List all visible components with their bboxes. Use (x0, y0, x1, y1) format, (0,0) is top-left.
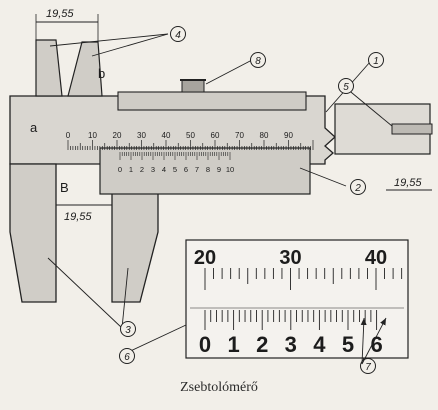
callout-number: 4 (175, 30, 181, 41)
zoom-main-label: 20 (194, 247, 216, 269)
vernier-label: 9 (217, 165, 221, 174)
callout-number: 7 (365, 362, 371, 373)
callout-1: 1 (368, 52, 384, 68)
vernier-label: 0 (118, 165, 122, 174)
callout-7: 7 (360, 358, 376, 374)
fixed-lower-jaw (9, 163, 57, 303)
main-scale-label: 20 (113, 131, 122, 140)
locking-screw (181, 79, 205, 93)
callouts (47, 33, 393, 365)
vernier-label: 7 (195, 165, 199, 174)
main-scale-label: 70 (235, 131, 244, 140)
main-scale-label: 60 (211, 131, 220, 140)
dimension-top: 19,55 (46, 8, 74, 20)
main-scale-label: 50 (186, 131, 195, 140)
main-scale: 0 10 20 30 40 50 60 70 80 90 (66, 131, 314, 150)
main-scale-label: 90 (284, 131, 293, 140)
zoom-main-label: 30 (279, 247, 301, 269)
callout-5: 5 (338, 78, 354, 94)
callout-3: 3 (120, 321, 136, 337)
zoom-main-label: 40 (365, 247, 387, 269)
letter-B: B (60, 180, 69, 195)
callout-number: 3 (125, 325, 131, 336)
callout-4: 4 (170, 26, 186, 42)
zoom-vernier-label: 2 (256, 332, 268, 357)
vernier-label: 4 (162, 165, 166, 174)
figure-caption: Zsebtolómérő (180, 380, 258, 395)
vernier-label: 2 (140, 165, 144, 174)
fixed-upper-jaw (35, 39, 63, 97)
zoom-vernier-label: 1 (227, 332, 239, 357)
vernier-label: 10 (226, 165, 234, 174)
zoom-vernier-label: 3 (285, 332, 297, 357)
dimension-right: 19,55 (394, 177, 422, 189)
vernier-label: 8 (206, 165, 210, 174)
callout-number: 2 (354, 183, 361, 194)
main-scale-label: 0 (66, 131, 71, 140)
callout-6: 6 (119, 348, 135, 364)
zoom-vernier-label: 4 (313, 332, 326, 357)
letter-a: a (30, 120, 38, 135)
main-scale-label: 80 (260, 131, 269, 140)
callout-8: 8 (250, 52, 266, 68)
zoom-vernier-label: 5 (342, 332, 354, 357)
main-scale-label: 40 (162, 131, 171, 140)
zoom-vernier-label: 0 (199, 332, 211, 357)
callout-number: 6 (124, 352, 130, 363)
letter-b: b (98, 66, 105, 81)
vernier-label: 3 (151, 165, 155, 174)
slider-top-plate (117, 91, 307, 111)
dimension-inner: 19,55 (64, 211, 92, 223)
callout-2: 2 (350, 179, 366, 195)
zoom-panel (185, 239, 409, 359)
sliding-upper-jaw (67, 41, 103, 97)
zoom-vernier-label: 6 (370, 332, 382, 357)
depth-rod (391, 123, 433, 135)
callout-number: 1 (373, 56, 379, 67)
vernier-label: 5 (173, 165, 177, 174)
callout-number: 8 (255, 56, 261, 67)
main-scale-label: 10 (88, 131, 97, 140)
main-scale-label: 30 (137, 131, 146, 140)
vernier-label: 1 (129, 165, 133, 174)
vernier-label: 6 (184, 165, 188, 174)
callout-number: 5 (343, 82, 349, 93)
